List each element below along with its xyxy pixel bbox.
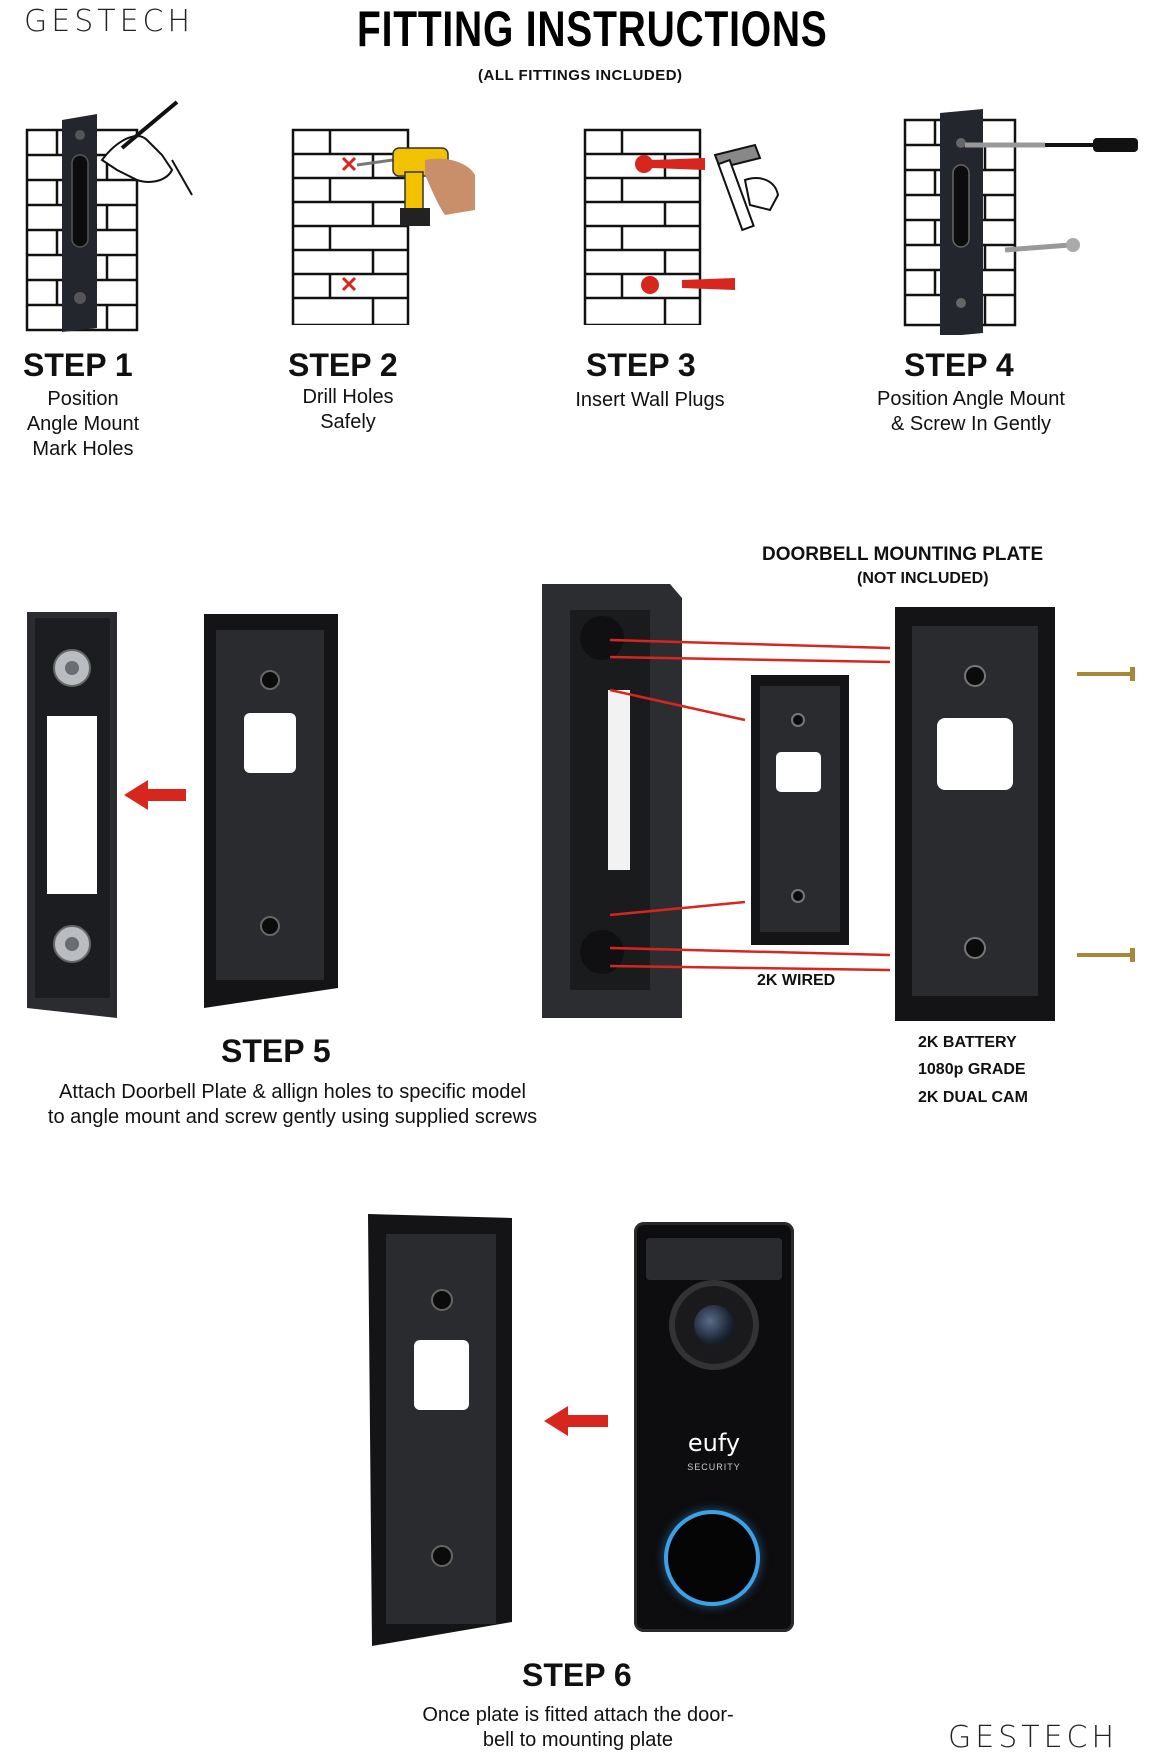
doorbell-device: eufy SECURITY	[634, 1222, 794, 1632]
angle-mount	[27, 612, 117, 1018]
step5-line: to angle mount and screw gently using su…	[47, 1106, 538, 1128]
model-label: 2K BATTERY	[918, 1034, 1017, 1051]
step1-description: Position Angle Mount Mark Holes	[0, 387, 166, 462]
doorbell-sensor-bar	[646, 1238, 782, 1280]
model-label: 2K DUAL CAM	[918, 1089, 1028, 1106]
mounting-plate-title: DOORBELL MOUNTING PLATE	[762, 544, 1044, 565]
step2-title: STEP 2	[288, 347, 398, 383]
step5-description: Attach Doorbell Plate & allign holes to …	[20, 1080, 565, 1130]
doorbell-logo: eufy	[687, 1429, 741, 1457]
step4-line: & Screw In Gently	[890, 413, 1052, 435]
step4-line: Position Angle Mount	[877, 388, 1065, 410]
step1-title: STEP 1	[23, 347, 133, 383]
alignment-lines	[609, 638, 891, 972]
wired-label: 2K WIRED	[757, 972, 836, 989]
step5-arrow-icon	[124, 780, 186, 810]
wired-plate	[751, 675, 849, 945]
screw-icon	[1077, 667, 1135, 681]
step2-line: Safely	[320, 411, 376, 433]
step2-illustration	[291, 128, 475, 325]
brand-logo-bottom: GESTECH	[948, 1720, 1119, 1755]
screw-icon	[1077, 948, 1135, 962]
page-subtitle: (ALL FITTINGS INCLUDED)	[478, 67, 683, 84]
step6-line: Once plate is fitted attach the door-	[422, 1704, 734, 1726]
step5-line: Attach Doorbell Plate & allign holes to …	[59, 1081, 526, 1103]
step6-line: bell to mounting plate	[482, 1729, 674, 1751]
step3-illustration	[583, 128, 780, 325]
step1-illustration	[25, 100, 193, 332]
step4-illustration	[903, 109, 1138, 335]
step6-title: STEP 6	[522, 1657, 632, 1693]
step5-mounting-plate	[204, 614, 338, 1008]
doorbell-button	[668, 1514, 756, 1602]
step3-line: Insert Wall Plugs	[575, 389, 725, 411]
mounting-plate-note: (NOT INCLUDED)	[857, 570, 989, 587]
center-angle-mount	[542, 584, 682, 1018]
step4-title: STEP 4	[904, 347, 1014, 383]
step1-line: Position	[47, 388, 119, 410]
step3-title: STEP 3	[586, 347, 696, 383]
step6-mounting-plate	[368, 1214, 512, 1646]
step6-description: Once plate is fitted attach the door- be…	[388, 1703, 768, 1753]
step1-line: Mark Holes	[32, 438, 134, 460]
step2-line: Drill Holes	[302, 386, 394, 408]
step4-description: Position Angle Mount & Screw In Gently	[851, 387, 1091, 437]
battery-plate	[895, 607, 1055, 1021]
step1-line: Angle Mount	[26, 413, 140, 435]
page-title: FITTING INSTRUCTIONS	[357, 1, 828, 57]
doorbell-logo-sub: SECURITY	[687, 1462, 741, 1472]
step3-description: Insert Wall Plugs	[545, 388, 755, 413]
model-label: 1080p GRADE	[918, 1061, 1026, 1078]
step5-title: STEP 5	[221, 1033, 331, 1069]
camera-lens-icon	[669, 1280, 759, 1370]
lens-glass	[694, 1305, 734, 1345]
brand-logo-top: GESTECH	[24, 4, 195, 39]
step2-description: Drill Holes Safely	[268, 385, 428, 435]
step6-arrow-icon	[544, 1406, 608, 1436]
